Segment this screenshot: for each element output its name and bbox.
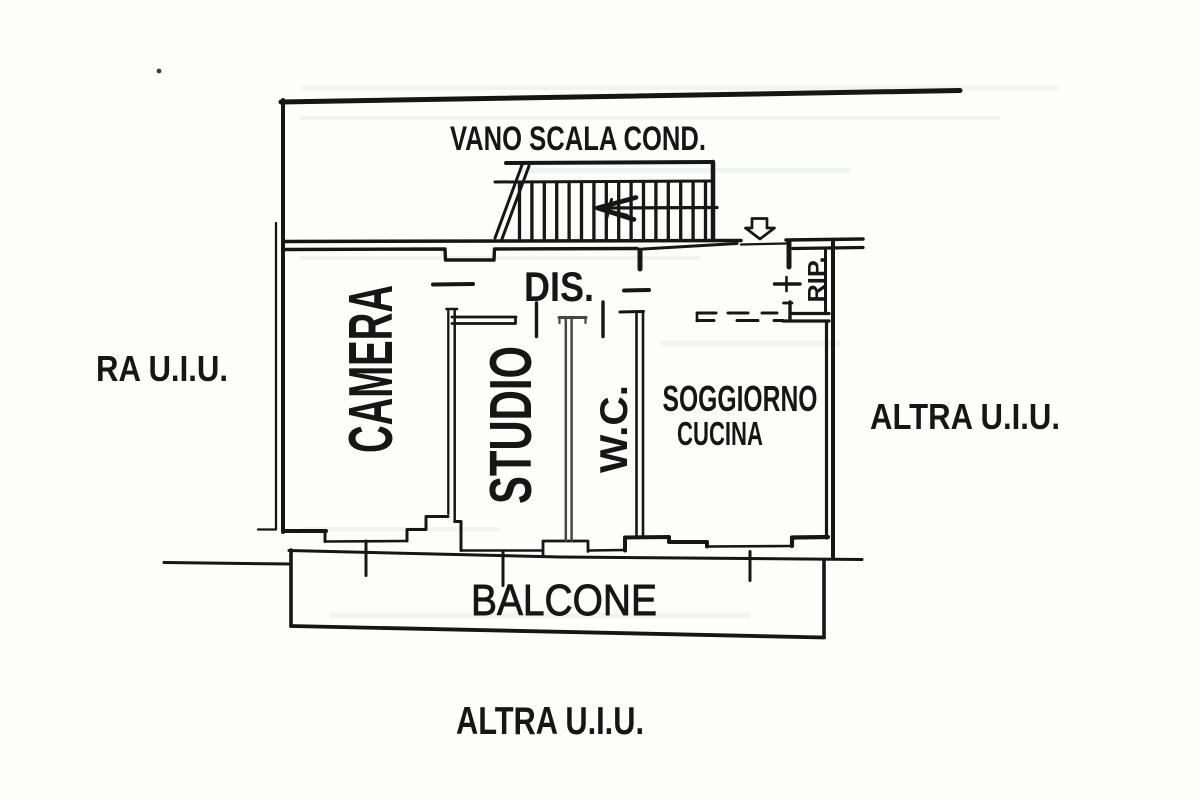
svg-text:CUCINA: CUCINA — [677, 415, 763, 452]
svg-text:SOGGIORNO: SOGGIORNO — [663, 378, 818, 419]
svg-text:DIS.: DIS. — [524, 263, 594, 310]
svg-text:RIP.: RIP. — [803, 257, 829, 303]
svg-text:STUDIO: STUDIO — [478, 346, 544, 504]
svg-text:ALTRA U.I.U.: ALTRA U.I.U. — [456, 700, 644, 743]
svg-text:ALTRA U.I.U.: ALTRA U.I.U. — [870, 396, 1060, 437]
svg-text:RA U.I.U.: RA U.I.U. — [96, 348, 228, 389]
svg-text:CAMERA: CAMERA — [337, 285, 406, 453]
svg-text:VANO SCALA COND.: VANO SCALA COND. — [450, 120, 706, 158]
svg-text:W.C.: W.C. — [593, 385, 636, 473]
svg-text:BALCONE: BALCONE — [471, 576, 657, 625]
